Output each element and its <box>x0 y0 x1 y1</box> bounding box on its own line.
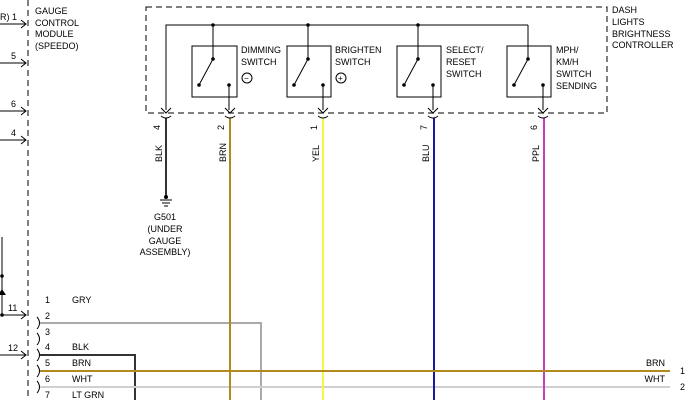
diode-icon <box>0 289 6 295</box>
controller-label-2: LIGHTS <box>612 17 645 27</box>
wire-blk <box>40 354 136 400</box>
gauge-pin: 11 <box>8 303 17 313</box>
wire-labels: 4 BLK 2 BRN 1 YEL 7 BLU 6 PPL <box>152 125 541 162</box>
wire-color-label: PPL <box>531 145 541 162</box>
connector-pin-num: 7 <box>45 390 50 400</box>
wire-gry <box>40 322 262 400</box>
ground-label: (UNDER <box>148 224 183 234</box>
wire-pin: 4 <box>152 125 162 130</box>
connector: 1 GRY 2 3 4 BLK 5 BRN 6 WHT 7 LT GRN <box>36 295 104 400</box>
connector-wire-label: BRN <box>72 358 91 368</box>
ground-g501: G501 (UNDER GAUGE ASSEMBLY) <box>140 195 191 257</box>
dash-lights-brightness-controller: DASH LIGHTS BRIGHTNESS CONTROLLER DIMMIN… <box>145 5 674 114</box>
output-pin-num: 2 <box>680 382 685 392</box>
terminal-connectors <box>160 107 549 119</box>
wire-pin: 7 <box>419 125 429 130</box>
switch-label: SWITCH <box>446 69 482 79</box>
connector-wires <box>40 322 670 400</box>
wire-pin: 1 <box>309 125 319 130</box>
switch-label: SENDING <box>556 81 597 91</box>
output-wire-label: BRN <box>646 358 665 368</box>
gauge-control-module: GAUGE CONTROL MODULE (SPEEDO) R) 1 5 6 4… <box>0 0 79 400</box>
wire-pin: 2 <box>216 125 226 130</box>
wire-color-label: YEL <box>311 145 321 162</box>
gauge-pin: R) 1 <box>0 12 17 22</box>
connector-pin-num: 5 <box>45 358 50 368</box>
controller-label-4: CONTROLLER <box>612 40 674 50</box>
switch-label: RESET <box>446 57 477 67</box>
wire-pin: 6 <box>529 125 539 130</box>
right-outputs: BRN 1 WHT 2 <box>645 358 686 392</box>
plus-icon <box>335 72 347 84</box>
switch-label: KM/H <box>556 57 579 67</box>
connector-pin-num: 2 <box>45 311 50 321</box>
controller-label-3: BRIGHTNESS <box>612 29 671 39</box>
connector-pin-num: 6 <box>45 374 50 384</box>
mph-kmh-switch: MPH/ KM/H SWITCH SENDING <box>506 25 597 110</box>
switch-label: SWITCH <box>241 57 277 67</box>
connector-wire-label: BLK <box>72 342 89 352</box>
gauge-pin: 5 <box>11 51 16 61</box>
dimming-switch: DIMMING SWITCH − <box>191 25 281 110</box>
gauge-label-4: (SPEEDO) <box>35 41 79 51</box>
gauge-pin: 4 <box>11 128 16 138</box>
connector-wire-label: WHT <box>72 374 93 384</box>
minus-icon <box>241 72 253 84</box>
ground-label: G501 <box>154 212 176 222</box>
ground-label: ASSEMBLY) <box>140 247 191 257</box>
connector-pin-num: 4 <box>45 342 50 352</box>
switch-symbol: − <box>244 74 249 83</box>
switch-label: MPH/ <box>556 45 579 55</box>
switch-label: BRIGHTEN <box>335 45 382 55</box>
output-wire-label: WHT <box>645 374 666 384</box>
connector-wire-label: LT GRN <box>72 390 104 400</box>
wire-color-label: BLK <box>154 145 164 162</box>
output-pin-num: 1 <box>680 366 685 376</box>
ground-label: GAUGE <box>149 236 182 246</box>
gauge-pin: 12 <box>8 343 18 353</box>
controller-wires: 4 BLK 2 BRN 1 YEL 7 BLU 6 PPL <box>152 107 549 400</box>
gauge-pin-inputs: R) 1 5 6 4 11 12 <box>0 12 27 360</box>
gauge-label-1: GAUGE <box>35 6 68 16</box>
wire-color-label: BRN <box>218 143 228 162</box>
gauge-label-3: MODULE <box>35 29 74 39</box>
switch-label: SELECT/ <box>446 45 484 55</box>
gauge-label-2: CONTROL <box>35 18 79 28</box>
connector-wire-label: GRY <box>72 295 91 305</box>
switch-symbol: + <box>338 74 343 83</box>
switch-label: DIMMING <box>241 45 281 55</box>
brighten-switch: BRIGHTEN SWITCH + <box>286 25 382 110</box>
controller-label-1: DASH <box>612 5 637 15</box>
switch-label: SWITCH <box>556 69 592 79</box>
connector-pin-num: 3 <box>45 327 50 337</box>
connector-pin-num: 1 <box>45 295 50 305</box>
switch-label: SWITCH <box>335 57 371 67</box>
gauge-pin: 6 <box>11 99 16 109</box>
wire-color-label: BLU <box>421 144 431 162</box>
select-reset-switch: SELECT/ RESET SWITCH <box>396 25 484 110</box>
